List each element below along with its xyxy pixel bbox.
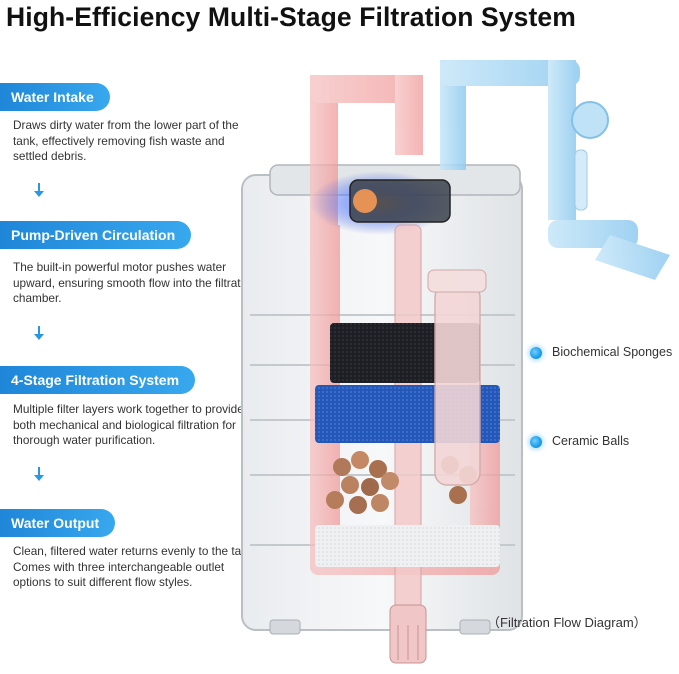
pump-motor: [310, 171, 451, 235]
page-title: High-Efficiency Multi-Stage Filtration S…: [6, 2, 576, 32]
step-text-pump-circulation: The built-in powerful motor pushes water…: [13, 260, 257, 305]
filter-illustration: [241, 60, 670, 664]
callout-ceramic-balls: Ceramic Balls: [552, 434, 630, 448]
step-text-4-stage-filtration: Multiple filter layers work together to …: [13, 402, 244, 447]
callout-dot-icon: [530, 347, 542, 359]
step-badge-pump-circulation: Pump-Driven Circulation: [0, 221, 192, 249]
arrow-down-icon: [34, 467, 44, 481]
step-badge-water-output: Water Output: [0, 509, 116, 537]
step-badge-4-stage-filtration: 4-Stage Filtration System: [0, 366, 196, 394]
arrow-down-icon: [34, 183, 44, 197]
callout-biochemical-sponges: Biochemical Sponges: [552, 345, 673, 359]
arrow-down-icon: [34, 326, 44, 340]
step-text-water-output: Clean, filtered water returns evenly to …: [13, 544, 257, 589]
center-tube: [389, 224, 427, 664]
outflow-path: [440, 60, 670, 280]
step-badge-water-intake: Water Intake: [0, 83, 110, 111]
step-text-water-intake: Draws dirty water from the lower part of…: [13, 118, 239, 163]
callout-dot-icon: [530, 436, 542, 448]
skimmer-column: [427, 269, 487, 486]
diagram-caption: （Filtration Flow Diagram）: [487, 615, 647, 630]
